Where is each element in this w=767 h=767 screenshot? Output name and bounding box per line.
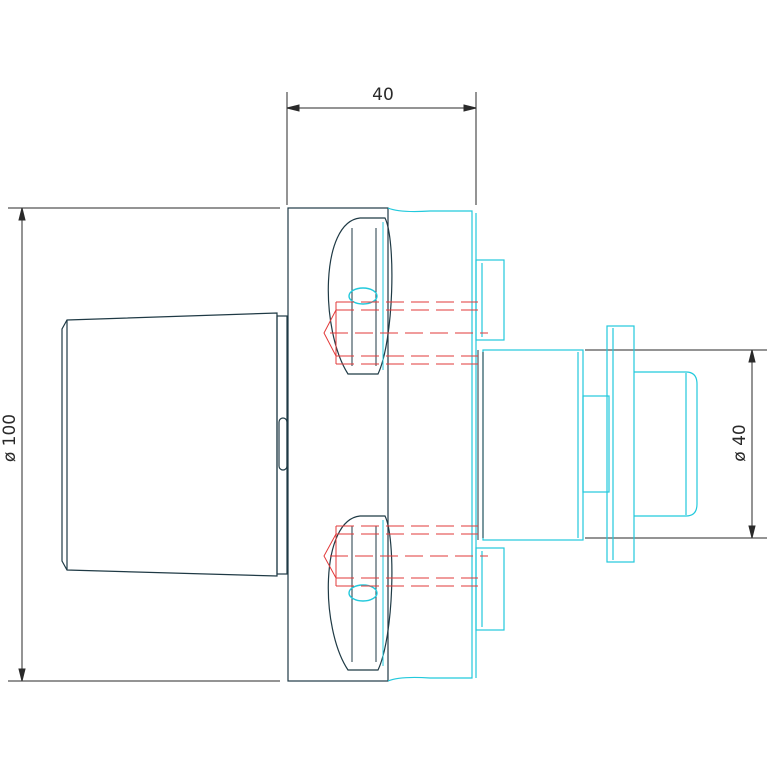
output-shaft — [482, 325, 698, 563]
lever-pin — [348, 584, 378, 602]
arrowhead-down — [18, 668, 26, 682]
extension-outline — [387, 207, 473, 682]
arrowhead-up — [748, 349, 756, 363]
dimension-label-top-width: 40 — [372, 85, 394, 105]
dimension-label-right-diameter: ø 40 — [730, 424, 750, 461]
body-extension — [387, 207, 505, 682]
shank-outline — [61, 312, 278, 577]
arrowhead-down — [748, 525, 756, 539]
hidden-screw-lower — [323, 525, 488, 587]
dimension-right-diameter — [585, 349, 767, 539]
shaft-body — [482, 349, 584, 541]
dimension-label-left-diameter: ø 100 — [0, 414, 20, 462]
dimension-top-width — [286, 92, 477, 205]
screw-tip — [323, 533, 337, 579]
body-outline — [287, 207, 389, 682]
shank-center-notch — [278, 417, 288, 471]
lever-pin — [348, 287, 378, 305]
clamp-lever-upper — [327, 217, 393, 375]
flange — [606, 325, 635, 563]
tapered-shank — [61, 312, 288, 577]
clamp-block-upper — [475, 259, 505, 341]
shaft-seat — [477, 350, 484, 540]
shaft-end — [634, 371, 698, 517]
arrowhead-left — [286, 104, 300, 112]
hidden-screw-upper — [323, 301, 488, 365]
lever-outer-outline — [327, 515, 393, 671]
clamp-lever-lower — [327, 515, 393, 671]
arrowhead-right — [463, 104, 477, 112]
dimension-left-diameter — [8, 207, 280, 682]
shaft-neck — [582, 395, 610, 493]
screw-tip — [323, 309, 337, 357]
main-body — [287, 207, 389, 682]
clamp-block-lower — [475, 547, 505, 631]
arrowhead-up — [18, 207, 26, 221]
lever-outer-outline — [327, 217, 393, 375]
